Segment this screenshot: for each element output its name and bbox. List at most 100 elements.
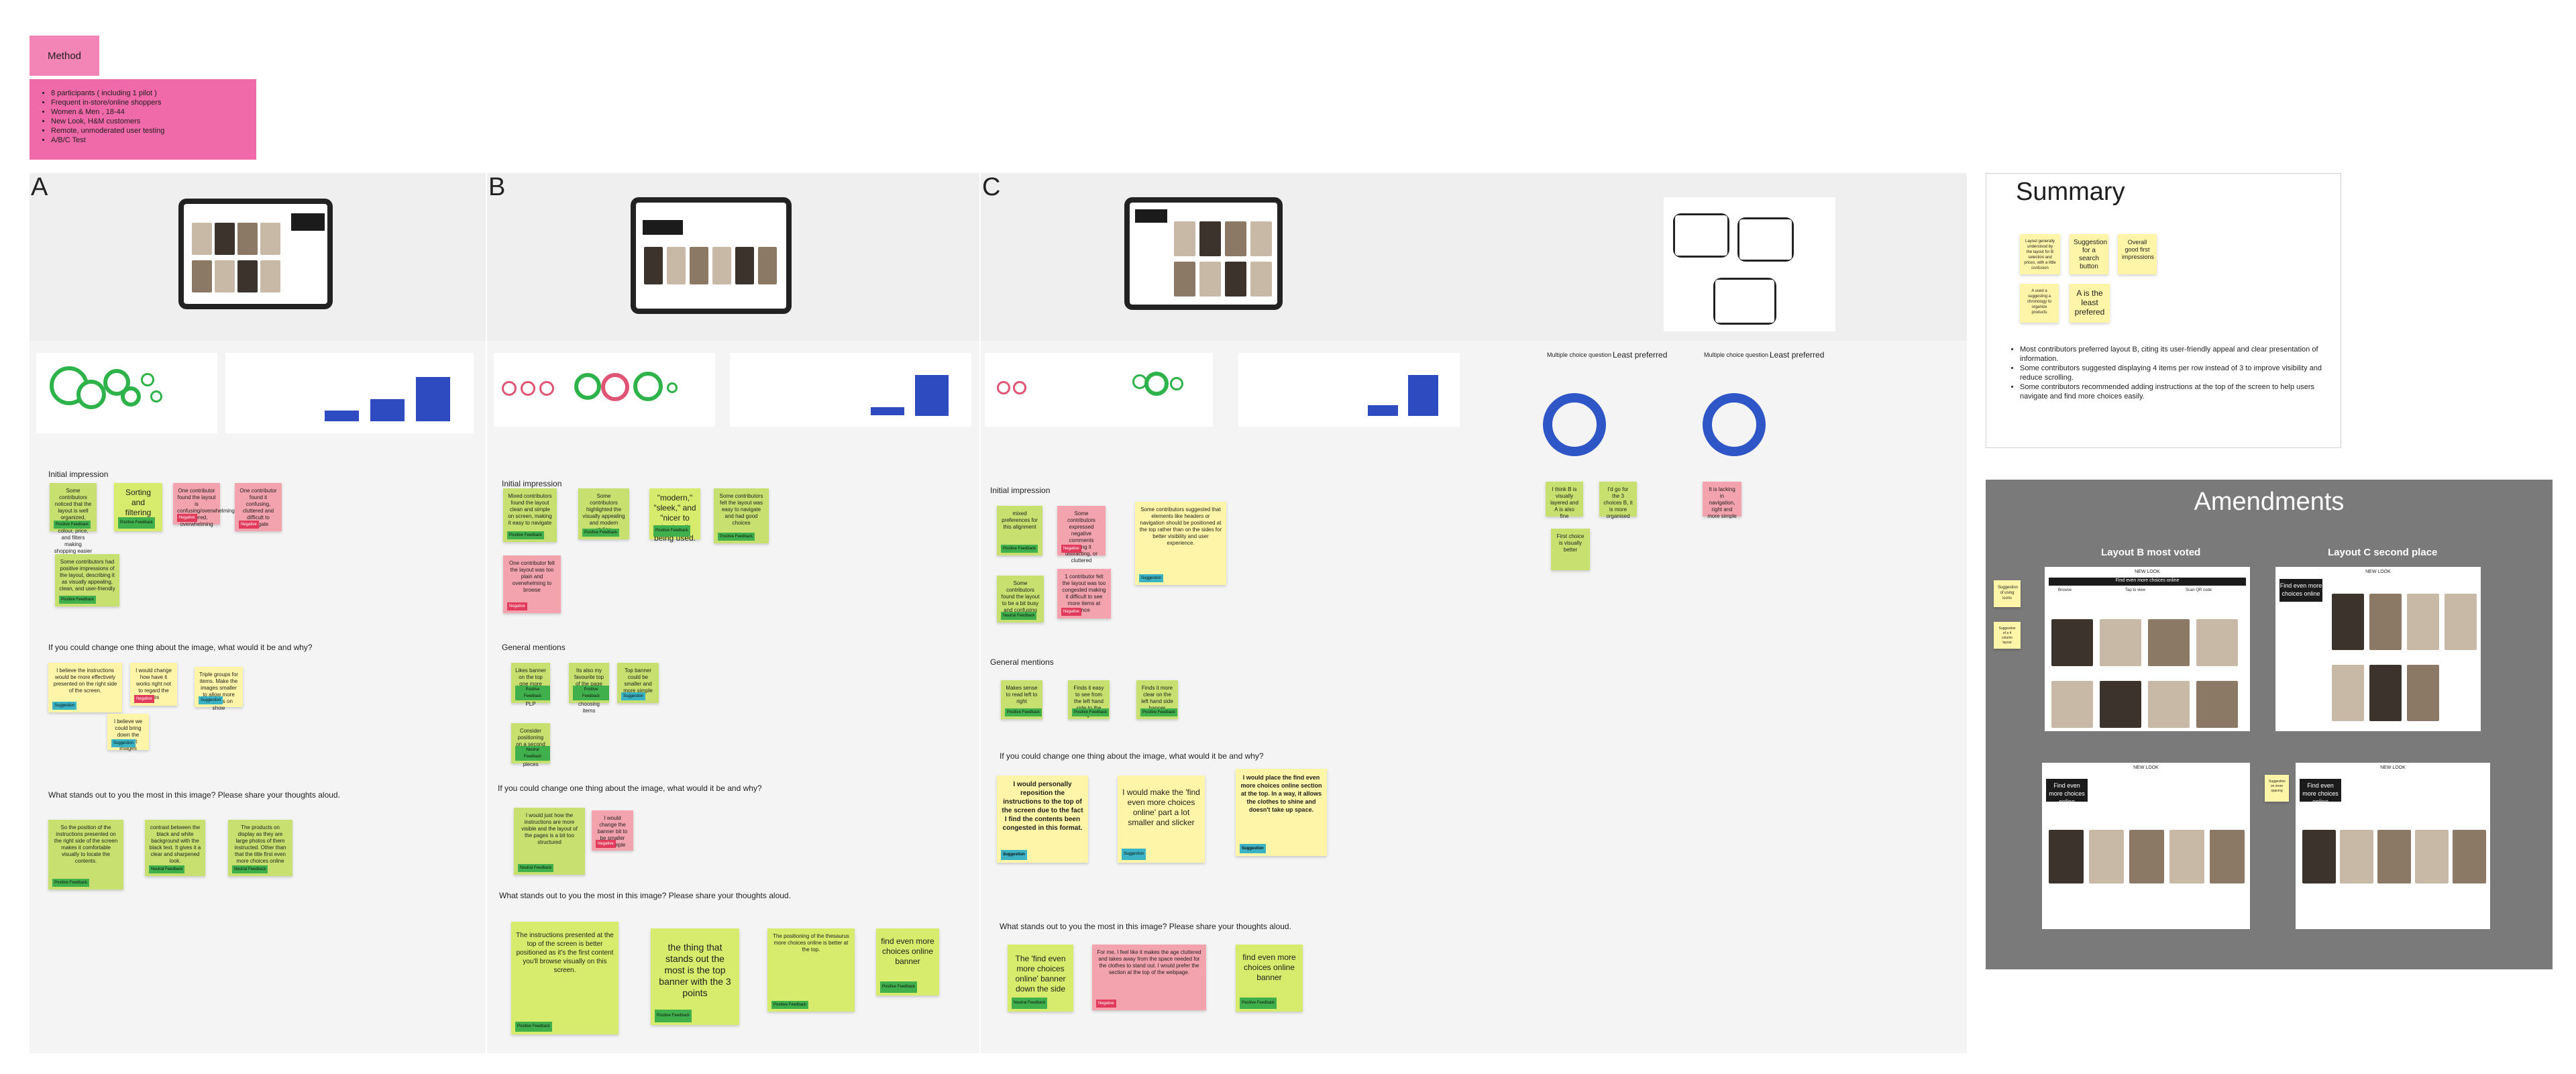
sticky-note[interactable]: Some contributors highlighted the visual… xyxy=(578,488,629,539)
sticky-note[interactable]: I would change how have it works right n… xyxy=(130,663,177,706)
layout-b-panel[interactable]: B Initial impression Mixed contributors … xyxy=(487,173,979,1053)
sticky-note[interactable]: One contributor found it confusing, clut… xyxy=(235,483,282,531)
sticky-note[interactable]: The positioning of the thesaurus more ch… xyxy=(767,928,855,1012)
feedback-tag: Positive Feedback xyxy=(52,879,90,887)
product-thumbnail xyxy=(2051,619,2093,666)
sticky-note[interactable]: A used a suggesting a chronology to orga… xyxy=(2020,284,2059,323)
bubble-marker xyxy=(150,390,162,402)
sticky-note[interactable]: I believe the instructions would be more… xyxy=(48,663,122,712)
tap-step: Tap to view xyxy=(2125,588,2146,592)
sticky-note[interactable]: 1 contributor felt the layout was too co… xyxy=(1057,569,1111,619)
product-thumbnail xyxy=(2407,594,2439,650)
feedback-tag: Positive Feedback xyxy=(771,1001,809,1009)
product-thumbnail xyxy=(758,247,777,284)
sticky-note[interactable]: One contributor felt the layout was too … xyxy=(503,555,561,613)
sticky-note[interactable]: I'd go for the 3 choices B, it is more o… xyxy=(1599,482,1637,519)
sticky-note[interactable]: Its also my favourite top of the page be… xyxy=(569,663,609,714)
brand-name: NEW LOOK xyxy=(2135,570,2160,574)
sticky-note[interactable]: Consider positioning on a second tier an… xyxy=(511,723,550,767)
sticky-note[interactable]: A is the least prefered xyxy=(2070,284,2110,323)
sticky-note[interactable]: Suggestion of using icons xyxy=(1994,580,2021,607)
sticky-note[interactable]: Layout generally understood by the layou… xyxy=(2020,234,2060,274)
feedback-tag: Negative xyxy=(507,602,527,610)
sticky-note[interactable]: Overall good first impressions xyxy=(2118,234,2157,274)
sticky-text: Makes sense to read left to right xyxy=(1006,685,1038,704)
sticky-note[interactable]: contrast between the black and white bac… xyxy=(145,820,205,876)
layout-c-variant-mockup[interactable]: NEW LOOK Find even more choices online xyxy=(2296,763,2490,929)
bubble-marker xyxy=(521,381,535,396)
layout-b-amended-mockup[interactable]: NEW LOOK Find even more choices online B… xyxy=(2045,567,2250,731)
product-thumbnail xyxy=(2051,681,2093,728)
bubble-marker xyxy=(601,373,629,401)
bubble-marker xyxy=(1013,381,1026,394)
sticky-note[interactable]: The 'find even more choices online' bann… xyxy=(1008,945,1073,1012)
sticky-note[interactable]: the thing that stands out the most is th… xyxy=(651,928,739,1025)
layout-a-panel[interactable]: A Initial impression Some cont xyxy=(30,173,486,1053)
product-thumbnail xyxy=(260,223,280,255)
sticky-note[interactable]: I would change the banner bit to be smal… xyxy=(592,810,633,851)
sticky-note[interactable]: Likes banner on the top one more product… xyxy=(511,663,550,707)
sticky-text: Top banner could be smaller and more sim… xyxy=(623,667,653,694)
sticky-note[interactable]: Top banner could be smaller and more sim… xyxy=(617,663,659,703)
layout-b-variant-mockup[interactable]: NEW LOOK Find even more choices online xyxy=(2042,763,2250,929)
summary-card[interactable]: Summary Layout generally understood by t… xyxy=(1986,173,2341,448)
sticky-note[interactable]: It is lacking in navigation, right and m… xyxy=(1703,482,1741,519)
sticky-note[interactable]: Some contributors suggested that element… xyxy=(1135,502,1226,585)
sticky-note[interactable]: Triple groups for items. Make the images… xyxy=(195,667,243,711)
sticky-note[interactable]: Suggestion of a 4 column layout xyxy=(1994,622,2021,649)
sticky-note[interactable]: Some contributors noticed that the layou… xyxy=(50,483,97,568)
sticky-note[interactable]: The products on display as they are larg… xyxy=(228,820,292,876)
method-details[interactable]: 8 participants ( including 1 pilot ) Fre… xyxy=(30,79,256,160)
sticky-note[interactable]: I believe we could bring down the produc… xyxy=(107,714,149,751)
sticky-note[interactable]: The instructions presented at the top of… xyxy=(511,922,619,1034)
sticky-note[interactable]: So the position of the instructions pres… xyxy=(48,820,123,890)
more-choices-banner xyxy=(291,213,325,231)
product-thumbnail xyxy=(2148,681,2190,728)
sticky-note[interactable]: For me, I feel like it makes the age clu… xyxy=(1092,945,1206,1010)
sticky-note[interactable]: I would personally reposition the instru… xyxy=(997,775,1088,863)
sticky-note[interactable]: Mixed contributors found the layout clea… xyxy=(503,488,557,542)
product-thumbnail xyxy=(667,247,686,284)
method-title-text: Method xyxy=(47,50,82,62)
sticky-note[interactable]: One contributor found the layout is conf… xyxy=(173,483,236,527)
layout-c-tablet-mockup[interactable] xyxy=(1124,197,1283,310)
sticky-note[interactable]: I think B is visually layered and A is a… xyxy=(1546,482,1583,519)
chart-bar xyxy=(1408,375,1439,416)
sticky-text: The positioning of the thesaurus more ch… xyxy=(773,933,849,953)
sticky-note[interactable]: Some contributors expressed negative com… xyxy=(1057,506,1106,563)
sticky-note[interactable]: I would place the find even more choices… xyxy=(1236,769,1327,856)
sticky-text: A is the least prefered xyxy=(2074,288,2105,317)
sticky-note[interactable]: I would just how the instructions are mo… xyxy=(514,808,585,875)
amendments-card[interactable]: Amendments Layout B most voted Layout C … xyxy=(1986,480,2553,969)
sticky-note[interactable]: Suggestion for a search button xyxy=(2070,234,2108,274)
sticky-note[interactable]: Sorting and filtering helpfulPositive Fe… xyxy=(114,483,162,531)
feedback-tag: Positive Feedback xyxy=(1005,708,1042,716)
feedback-tag: Neutral Feedback xyxy=(1001,612,1037,620)
bubble-marker xyxy=(1170,377,1183,390)
sticky-note[interactable]: I would make the 'find even more choices… xyxy=(1118,775,1205,863)
feedback-tag: Negative xyxy=(177,514,197,522)
more-choices-banner: Find even more choices online xyxy=(2049,578,2246,586)
sticky-note[interactable]: First choice is visually better xyxy=(1551,529,1590,570)
sticky-note[interactable]: "modern," "sleek," and "nicer to look at… xyxy=(649,488,700,543)
method-bullet: Remote, unmoderated user testing xyxy=(51,126,247,136)
sticky-text: I'd go for the 3 choices B, it is more o… xyxy=(1603,486,1633,519)
layout-b-tablet-mockup[interactable] xyxy=(631,197,792,314)
sticky-note[interactable]: Finds it more clear on the left hand sid… xyxy=(1136,680,1178,719)
method-title[interactable]: Method xyxy=(30,36,99,76)
layout-b-bar-chart xyxy=(730,353,971,427)
sticky-note[interactable]: Some contributors had positive impressio… xyxy=(55,554,119,606)
sticky-note[interactable]: Some contributors felt the layout was ea… xyxy=(714,488,769,543)
layout-a-tablet-mockup[interactable] xyxy=(178,199,333,309)
layout-c-amended-mockup[interactable]: NEW LOOK Find even more choices online xyxy=(2275,567,2481,731)
sticky-note[interactable]: Suggestion on more spacing xyxy=(2265,775,2289,802)
sticky-note[interactable]: Finds it easy to see from the left hand … xyxy=(1068,680,1110,719)
sticky-note[interactable]: Some contributors found the layout to be… xyxy=(997,576,1044,623)
layout-c-panel[interactable]: C xyxy=(981,173,1967,1053)
product-thumbnail xyxy=(215,223,235,255)
feedback-tag: Positive Feedback xyxy=(1072,708,1110,716)
